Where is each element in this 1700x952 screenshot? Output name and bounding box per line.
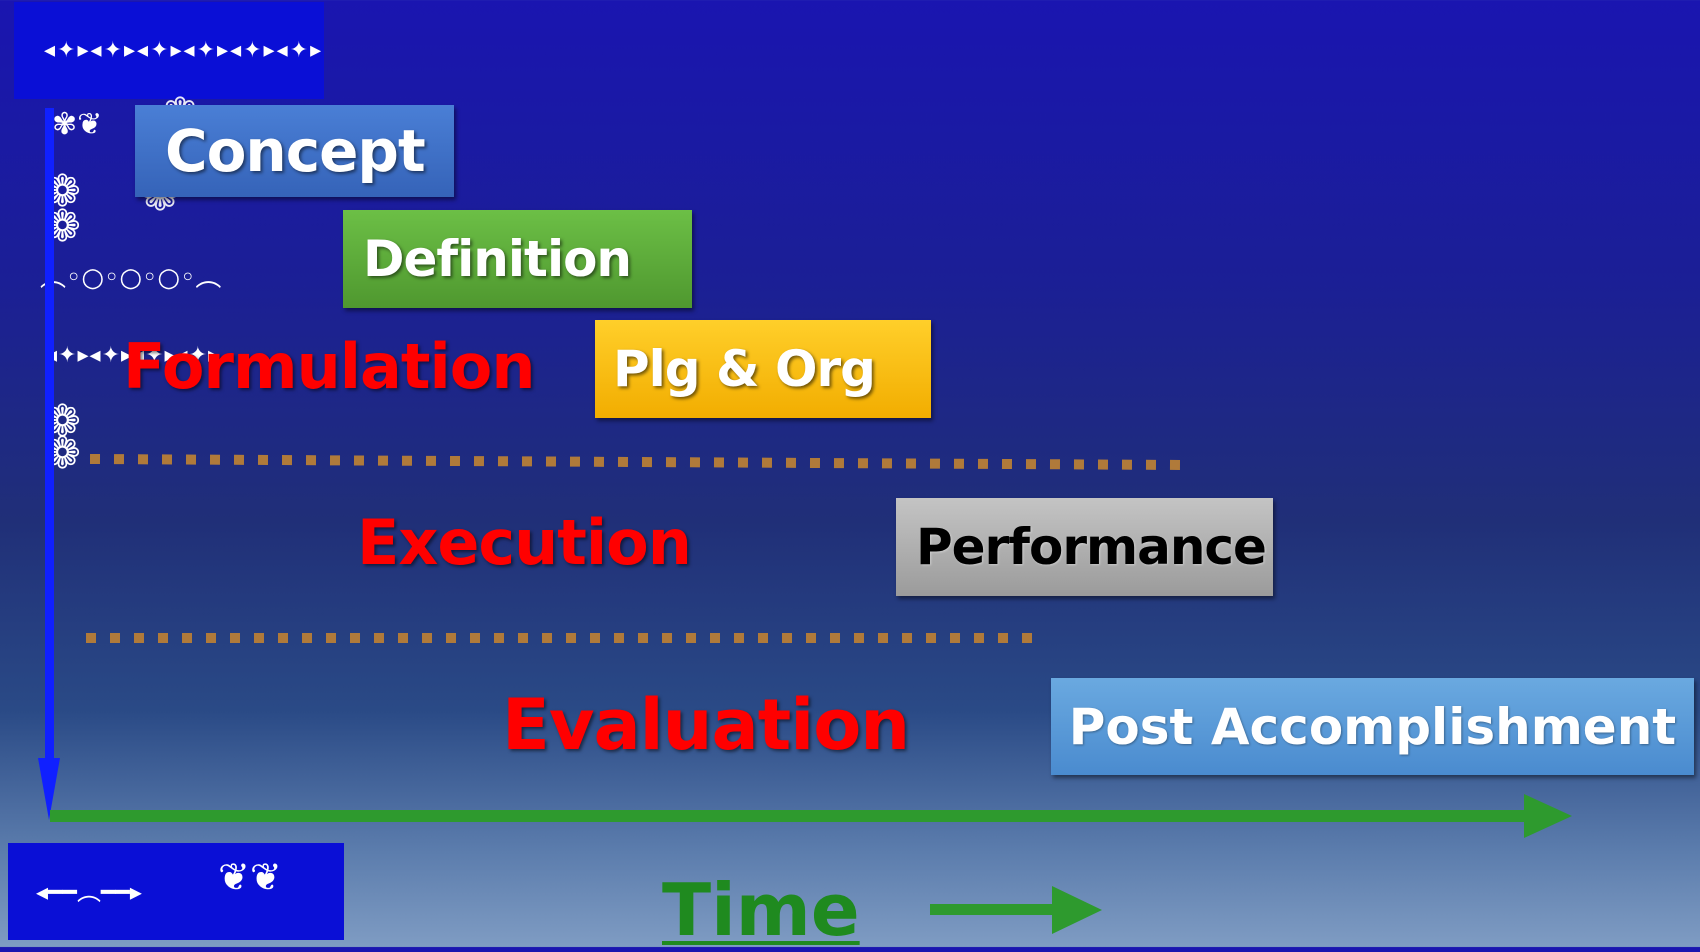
stage-concept: Concept — [135, 105, 454, 197]
bottom-left-panel — [8, 843, 344, 940]
ornament-scroll-icon: ︵◦○◦○◦○◦︵ — [40, 263, 222, 293]
phase-evaluation: Evaluation — [502, 684, 910, 766]
time-label: Time — [662, 868, 860, 952]
ornament-flourish-icon: ❦❦ — [218, 855, 282, 899]
ornament-flourish-icon: ✾❦ — [52, 107, 103, 142]
separator-dotted-line — [86, 633, 1032, 643]
time-axis-arrow-icon — [50, 794, 1572, 838]
stage-definition: Definition — [343, 210, 692, 308]
stage-performance: Performance — [896, 498, 1273, 596]
stage-definition-label: Definition — [363, 230, 632, 288]
ornament-scroll-icon: ◂✦▸◂✦▸◂✦▸◂✦▸◂✦▸◂✦▸ — [44, 38, 324, 63]
stage-plg-org-label: Plg & Org — [613, 340, 876, 398]
ornament-scroll-icon: ◂✦▸◂✦▸◂✦▸◂✦▸ — [46, 343, 221, 368]
stage-performance-label: Performance — [916, 518, 1267, 576]
stage-concept-label: Concept — [165, 117, 426, 185]
stage-post-accomplishment-label: Post Accomplishment — [1068, 697, 1677, 756]
stage-plg-org: Plg & Org — [595, 320, 931, 418]
time-arrow-icon — [930, 886, 1102, 934]
stage-post-accomplishment: Post Accomplishment — [1051, 678, 1694, 775]
top-left-panel — [14, 2, 324, 99]
vertical-arrow-icon — [38, 108, 60, 820]
ornament-scroll-icon: ◂━━︵━━▸ — [36, 878, 142, 906]
separator-dotted-line — [90, 454, 1187, 470]
phase-formulation: Formulation — [123, 330, 535, 403]
phase-execution: Execution — [357, 506, 692, 579]
